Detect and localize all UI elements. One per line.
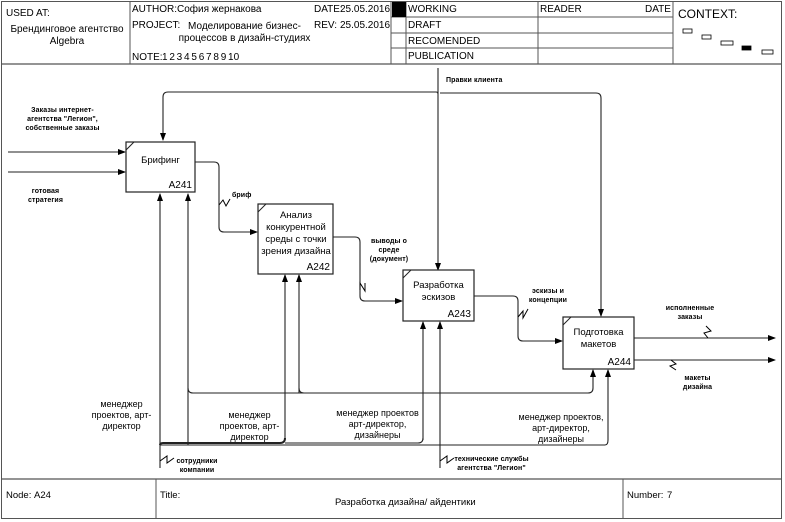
- note-label: NOTE:: [132, 52, 163, 63]
- box-a243-frame: [402, 269, 475, 322]
- label-mech-pm-ad-des-2[interactable]: менеджер проектов, арт-директор, дизайне…: [518, 412, 604, 444]
- label-mech-staff[interactable]: сотрудники компании: [176, 458, 218, 474]
- box-a242-code-wrap: A242: [258, 204, 333, 274]
- arrow-mech-bus-2: [298, 387, 305, 394]
- note-numbers[interactable]: 1 2 3 4 5 6 7 8 9 10: [162, 52, 240, 63]
- squiggle-brief: [218, 198, 231, 208]
- label-output-orders[interactable]: исполненные заказы: [665, 305, 715, 321]
- author-value: София жернакова: [177, 4, 262, 15]
- squiggle-sketches: [517, 308, 529, 320]
- date-label: DATE:: [314, 4, 343, 15]
- box-a244-code: A244: [607, 357, 631, 368]
- title-label: Title:: [160, 490, 181, 501]
- label-output-layouts[interactable]: макеты дизайна: [682, 375, 713, 391]
- label-input-orders[interactable]: Заказы интернет-агентства "Легион", собс…: [25, 107, 100, 132]
- arrow-sketches: [474, 295, 563, 344]
- arrow-mech-a244-1: [187, 369, 596, 394]
- box-a242-title[interactable]: Анализ конкурентной среды с точки зрения…: [261, 210, 331, 257]
- arrow-brief: [195, 161, 258, 235]
- context-node-current-icon: [741, 45, 752, 51]
- squiggle-output-orders: [703, 325, 712, 339]
- label-conclusions[interactable]: выводы о среде (документ): [369, 238, 409, 263]
- squiggle-output-layouts: [668, 359, 678, 371]
- reader-label: READER: [540, 4, 582, 15]
- arrow-mech-bus: [285, 437, 424, 444]
- arrow-control-client-a244: [440, 92, 604, 317]
- context-label: CONTEXT:: [678, 7, 738, 21]
- arrow-conclusions: [333, 236, 403, 304]
- project-value: Моделирование бизнес-процессов в дизайн-…: [178, 21, 311, 44]
- box-a241-code-wrap: A241: [126, 142, 195, 192]
- box-a242-frame: [257, 203, 334, 275]
- arrow-mech-staff: [159, 437, 286, 446]
- status-working[interactable]: WORKING: [408, 4, 457, 15]
- node-label: Node:: [6, 490, 32, 501]
- author-label: AUTHOR:: [132, 4, 177, 15]
- arrow-mech-a244-2: [160, 369, 611, 446]
- date-value: 25.05.2016: [340, 4, 391, 15]
- arrow-control-client: [163, 68, 439, 140]
- box-a241-title[interactable]: Брифинг: [141, 155, 180, 166]
- context-node-icon: [720, 40, 734, 46]
- box-a241-code: A241: [168, 180, 192, 191]
- label-mech-pm-ad-2[interactable]: менеджер проектов, арт-директор: [219, 410, 280, 442]
- label-mech-pm-ad-1[interactable]: менеджер проектов, арт-директор: [91, 399, 152, 431]
- number-value: 7: [667, 490, 673, 501]
- label-mech-tech[interactable]: технические службы агентства "Легион": [454, 456, 529, 472]
- used-at-value: Брендинговое агентство Algebra: [10, 24, 124, 47]
- status-draft[interactable]: DRAFT: [408, 20, 442, 31]
- box-a244-code-wrap: A244: [563, 317, 634, 369]
- label-brief[interactable]: бриф: [232, 192, 252, 199]
- number-label: Number:: [627, 490, 664, 501]
- label-input-strategy[interactable]: готовая стратегия: [27, 188, 63, 204]
- used-at-label: USED AT:: [6, 8, 50, 19]
- reader-date-label: DATE: [645, 4, 671, 15]
- box-a244-frame: [562, 316, 635, 370]
- status-publication[interactable]: PUBLICATION: [408, 51, 474, 62]
- box-a241-frame: [125, 141, 196, 193]
- squiggle-conclusions: [359, 281, 366, 293]
- working-status-marker: [392, 2, 406, 17]
- squiggle-staff: [159, 455, 175, 464]
- box-a243-code-wrap: A243: [403, 270, 474, 321]
- status-recomended[interactable]: RECOMENDED: [408, 36, 481, 47]
- box-a243-title[interactable]: Разработка эскизов: [413, 280, 464, 303]
- project-label: PROJECT:: [132, 20, 181, 31]
- rev-label: REV:: [314, 20, 337, 31]
- squiggle-tech: [439, 455, 455, 464]
- label-sketches[interactable]: эскизы и концепции: [528, 288, 568, 304]
- label-mech-pm-ad-des-1[interactable]: менеджер проектов арт-директор, дизайнер…: [336, 408, 419, 440]
- node-value: A24: [34, 490, 51, 501]
- rev-value: 25.05.2016: [340, 20, 391, 31]
- box-a242-code: A242: [306, 262, 330, 273]
- label-control-client[interactable]: Правки клиента: [446, 77, 503, 84]
- box-a243-code: A243: [447, 309, 471, 320]
- context-node-icon: [701, 34, 712, 40]
- context-node-icon: [682, 28, 693, 34]
- box-a244-title[interactable]: Подготовка макетов: [573, 327, 624, 350]
- diagram-title: Разработка дизайна/ айдентики: [335, 497, 476, 508]
- context-node-icon: [761, 49, 774, 55]
